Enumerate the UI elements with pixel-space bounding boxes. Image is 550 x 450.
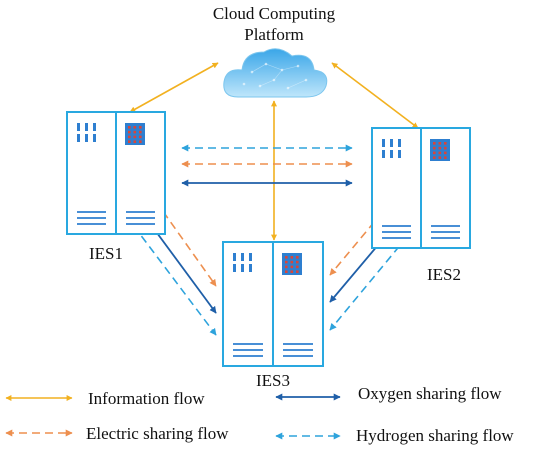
legend-oxygen: Oxygen sharing flow	[275, 384, 502, 403]
vent-slot	[77, 123, 80, 131]
ies3-label: IES3	[256, 371, 290, 390]
cloud-platform: Cloud Computing Platform	[213, 4, 336, 98]
vent-slot	[241, 264, 244, 272]
information-flows	[129, 62, 419, 241]
ies1-label: IES1	[89, 244, 123, 263]
led-dot	[290, 260, 294, 264]
led-dot	[285, 256, 288, 259]
led-dot	[433, 151, 436, 155]
led-dot	[433, 156, 436, 159]
legend-oxygen-label: Oxygen sharing flow	[358, 384, 502, 403]
led-dot	[285, 265, 288, 269]
led-dot	[296, 270, 299, 273]
ies1-rack	[66, 111, 166, 235]
led-dot	[128, 135, 131, 139]
led-dot	[133, 130, 137, 134]
led-dot	[128, 140, 131, 143]
led-dot	[296, 260, 299, 264]
led-dot	[290, 265, 294, 269]
led-dot	[139, 135, 142, 139]
hydrogen-flow-ies2-ies3	[329, 225, 417, 331]
platform-title-line2: Platform	[244, 25, 304, 44]
ies2-label: IES2	[427, 265, 461, 284]
legend-information-label: Information flow	[88, 389, 205, 408]
led-dot	[133, 135, 137, 139]
legend-information: Information flow	[5, 389, 205, 408]
vent-slot	[249, 253, 252, 261]
vent-slot	[390, 150, 393, 158]
cloud-icon	[223, 48, 328, 98]
legend-hydrogen: Hydrogen sharing flow	[275, 426, 514, 445]
vent-slot	[77, 134, 80, 142]
ies1-ies2-flows	[181, 144, 353, 187]
led-dot	[139, 140, 142, 143]
vent-slot	[93, 123, 96, 131]
led-dot	[139, 130, 142, 134]
ies3-rack	[222, 241, 324, 367]
led-dot	[296, 256, 299, 259]
led-dot	[433, 142, 436, 145]
legend-electric: Electric sharing flow	[5, 424, 229, 443]
led-dot	[133, 126, 137, 129]
led-dot	[285, 260, 288, 264]
led-dot	[296, 265, 299, 269]
info-flow-ies2-cloud	[331, 62, 419, 129]
led-dot	[444, 146, 447, 150]
led-dot	[438, 151, 442, 155]
led-dot	[128, 130, 131, 134]
legend: Information flow Oxygen sharing flow Ele…	[5, 384, 514, 445]
led-dot	[433, 146, 436, 150]
led-dot	[290, 256, 294, 259]
led-dot	[438, 146, 442, 150]
vent-slot	[241, 253, 244, 261]
led-dot	[444, 156, 447, 159]
legend-hydrogen-label: Hydrogen sharing flow	[356, 426, 514, 445]
vent-slot	[233, 253, 236, 261]
led-dot	[139, 126, 142, 129]
led-dot	[444, 142, 447, 145]
led-dot	[290, 270, 294, 273]
vent-slot	[390, 139, 393, 147]
led-dot	[133, 140, 137, 143]
vent-slot	[382, 139, 385, 147]
vent-slot	[93, 134, 96, 142]
platform-title-line1: Cloud Computing	[213, 4, 336, 23]
vent-slot	[85, 134, 88, 142]
led-dot	[438, 142, 442, 145]
legend-electric-label: Electric sharing flow	[86, 424, 229, 443]
vent-slot	[398, 139, 401, 147]
vent-slot	[398, 150, 401, 158]
led-dot	[128, 126, 131, 129]
vent-slot	[233, 264, 236, 272]
vent-slot	[249, 264, 252, 272]
led-dot	[285, 270, 288, 273]
led-dot	[438, 156, 442, 159]
ies2-rack	[371, 127, 471, 249]
vent-slot	[382, 150, 385, 158]
vent-slot	[85, 123, 88, 131]
info-flow-ies1-cloud	[129, 62, 219, 113]
led-dot	[444, 151, 447, 155]
